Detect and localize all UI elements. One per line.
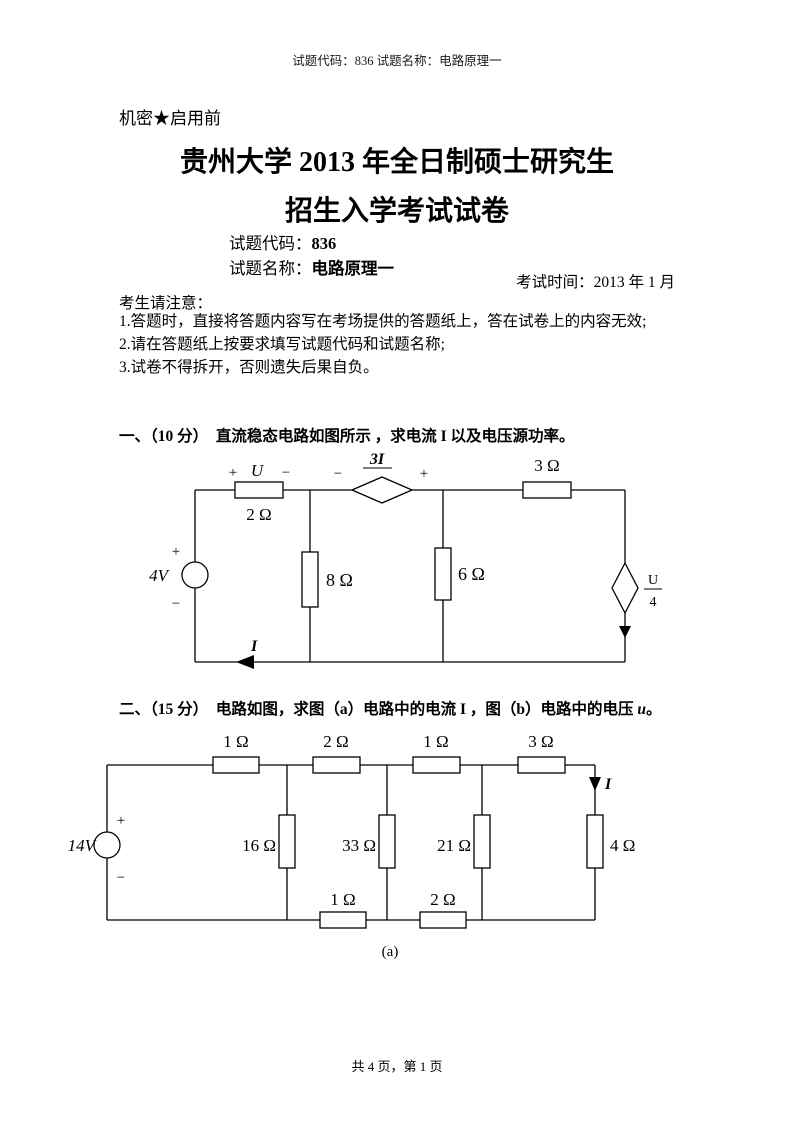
- question-1-heading: 一、（10 分） 直流稳态电路如图所示 ，求电流 I 以及电压源功率。: [119, 428, 575, 445]
- voltage-source-4v: [181, 561, 209, 589]
- question-2-heading: 二、（15 分） 电路如图，求图（a）电路中的电流 I ，图（b）电路中的电压 …: [119, 697, 662, 719]
- voltage-source-4v-label: 4V: [149, 566, 171, 585]
- question-2-end: 。: [646, 701, 662, 718]
- resistor-top-1ohm-2-label: 1 Ω: [423, 732, 448, 751]
- resistor-16ohm: [278, 814, 296, 869]
- exam-name-value: 电路原理一: [311, 259, 395, 278]
- exam-code-label: 试题代码：: [229, 234, 312, 253]
- resistor-top-3ohm-label: 3 Ω: [528, 732, 553, 751]
- current-i-label: I: [250, 638, 258, 655]
- resistor-top-1ohm: [212, 756, 260, 774]
- exam-code-value: 836: [311, 234, 337, 253]
- notice-item-1: 1.答题时，直接将答题内容写在考场提供的答题纸上，答在试卷上的内容无效;: [119, 313, 647, 330]
- resistor-4ohm: [586, 814, 604, 869]
- question-2-text: 二、（15 分） 电路如图，求图（a）电路中的电流 I ，图（b）电路中的电压: [119, 701, 638, 718]
- resistor-21ohm: [473, 814, 491, 869]
- resistor-33ohm-label: 33 Ω: [342, 836, 376, 855]
- dep1-minus-sign: −: [334, 466, 342, 482]
- notice-heading: 考生请注意：: [119, 295, 213, 312]
- resistor-top-1ohm-2: [412, 756, 461, 774]
- exam-code-line: 试题代码：836: [229, 230, 336, 254]
- resistor-3ohm: [522, 481, 572, 499]
- resistor-21ohm-label: 21 Ω: [437, 836, 471, 855]
- source-minus-sign: −: [172, 596, 180, 612]
- resistor-6ohm-label: 6 Ω: [458, 564, 485, 584]
- confidential-label: 机密★启用前: [119, 109, 221, 128]
- notice-list: 1.答题时，直接将答题内容写在考场提供的答题纸上，答在试卷上的内容无效; 2.请…: [119, 311, 675, 380]
- resistor-bottom-2ohm-label: 2 Ω: [430, 890, 455, 909]
- u-plus-sign: +: [229, 465, 237, 481]
- exam-name-label: 试题名称：: [229, 259, 312, 278]
- resistor-bottom-1ohm: [319, 911, 367, 929]
- dep1-plus-sign: +: [420, 466, 428, 482]
- current-i-arrow-icon: [236, 655, 254, 669]
- resistor-6ohm: [434, 547, 452, 601]
- source2-plus-sign: +: [117, 813, 125, 829]
- source-plus-sign: +: [172, 544, 180, 560]
- resistor-bottom-2ohm: [419, 911, 467, 929]
- exam-title-line2: 招生入学考试试卷: [284, 196, 509, 227]
- figure-a-caption: (a): [382, 944, 399, 960]
- page-footer: 共 4 页，第 1 页: [351, 1059, 443, 1074]
- source2-minus-sign: −: [117, 870, 125, 886]
- exam-title-line1: 贵州大学 2013 年全日制硕士研究生: [179, 147, 614, 178]
- u-minus-sign: −: [282, 465, 290, 481]
- resistor-4ohm-label: 4 Ω: [610, 836, 635, 855]
- dep2-denominator: 4: [650, 595, 657, 610]
- notice-item-3: 3.试卷不得拆开，否则遗失后果自负。: [119, 358, 379, 376]
- page-running-header: 试题代码：836 试题名称：电路原理一: [292, 54, 502, 68]
- resistor-8ohm-label: 8 Ω: [326, 570, 353, 590]
- dependent-source-3i: [350, 476, 414, 504]
- resistor-top-3ohm: [517, 756, 566, 774]
- resistor-top-2ohm: [312, 756, 361, 774]
- resistor-bottom-1ohm-label: 1 Ω: [330, 890, 355, 909]
- resistor-3ohm-label: 3 Ω: [534, 456, 559, 475]
- current2-i-label: I: [604, 776, 612, 793]
- question-2-variable-u: u: [637, 701, 647, 718]
- voltage-source-14v-label: 14V: [68, 836, 98, 855]
- resistor-2ohm-label: 2 Ω: [246, 505, 271, 524]
- u-voltage-label: U: [251, 461, 265, 480]
- exam-name-line: 试题名称：电路原理一: [229, 255, 394, 279]
- dependent-source-u4: [611, 561, 639, 615]
- resistor-8ohm: [301, 551, 319, 608]
- resistor-top-2ohm-label: 2 Ω: [323, 732, 348, 751]
- current2-i-arrow-icon: [589, 777, 601, 791]
- exam-time: 考试时间：2013 年 1 月: [516, 274, 675, 291]
- resistor-33ohm: [378, 814, 396, 869]
- voltage-source-14v: [93, 831, 121, 859]
- resistor-16ohm-label: 16 Ω: [242, 836, 276, 855]
- notice-item-2: 2.请在答题纸上按要求填写试题代码和试题名称;: [119, 335, 445, 353]
- circuit-diagram-2a: + 14V − 1 Ω 2 Ω 1 Ω 3 Ω I 16 Ω 33 Ω 21 Ω…: [68, 732, 636, 960]
- circuit-diagram-1: + 4V − 2 Ω + U − 3I − + 3 Ω 8 Ω 6 Ω U 4 …: [149, 451, 662, 669]
- dep2-numerator: U: [648, 573, 658, 588]
- resistor-2ohm: [234, 481, 284, 499]
- dep2-down-arrow-icon: [619, 626, 631, 638]
- dependent-source-3i-label: 3I: [369, 451, 385, 468]
- resistor-top-1ohm-label: 1 Ω: [223, 732, 248, 751]
